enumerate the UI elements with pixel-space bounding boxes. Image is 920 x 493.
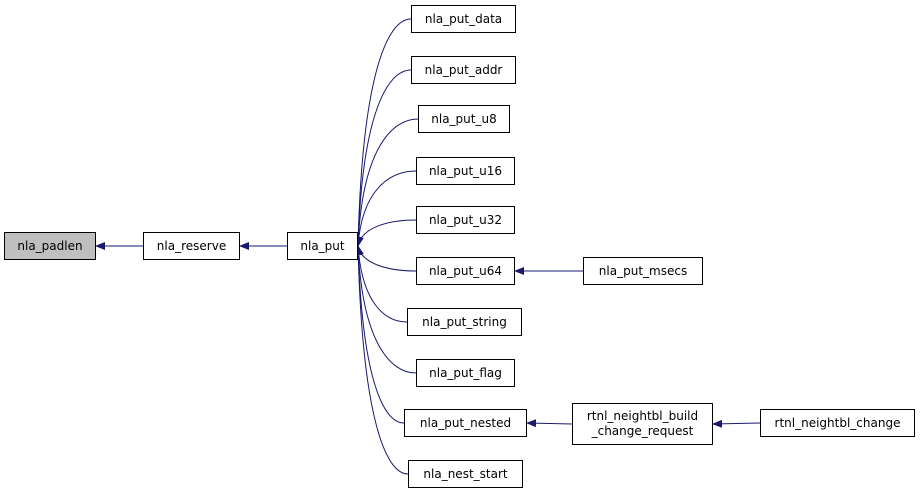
edge-nla-put-flag-to-nla-put — [354, 245, 417, 374]
edge-rtnl-neightbl-build-change-request-to-nla-put-nested — [526, 419, 573, 428]
node-nla-reserve[interactable]: nla_reserve — [143, 232, 240, 260]
edge-nla-put-u16-to-nla-put — [354, 170, 417, 247]
edge-rtnl-neightbl-change-to-rtnl-neightbl-build-change-request — [712, 419, 761, 428]
node-nla-put-flag[interactable]: nla_put_flag — [416, 359, 515, 387]
edge-nla-put-addr-to-nla-put — [354, 69, 412, 247]
node-rtnl-neightbl-build-change-request[interactable]: rtnl_neightbl_build _change_request — [572, 403, 713, 445]
edge-nla-put-u32-to-nla-put — [355, 219, 417, 247]
node-nla-put-u64[interactable]: nla_put_u64 — [416, 257, 515, 285]
node-nla-put-u32[interactable]: nla_put_u32 — [416, 206, 515, 234]
node-nla-put[interactable]: nla_put — [287, 232, 358, 260]
node-nla-put-data[interactable]: nla_put_data — [411, 5, 516, 33]
edge-nla-put-nested-to-nla-put — [354, 245, 405, 424]
node-nla-put-u16[interactable]: nla_put_u16 — [416, 157, 515, 185]
edge-nla-put-u8-to-nla-put — [354, 118, 419, 247]
edge-nla-put-string-to-nla-put — [354, 245, 408, 323]
node-nla-padlen[interactable]: nla_padlen — [4, 232, 96, 260]
edge-nla-nest-start-to-nla-put — [354, 245, 409, 475]
edge-nla-put-data-to-nla-put — [354, 18, 412, 247]
node-nla-put-addr[interactable]: nla_put_addr — [411, 56, 516, 84]
node-nla-put-string[interactable]: nla_put_string — [407, 308, 522, 336]
node-rtnl-neightbl-change[interactable]: rtnl_neightbl_change — [760, 409, 915, 437]
edge-nla-put-u64-to-nla-put — [355, 245, 417, 272]
node-nla-put-nested[interactable]: nla_put_nested — [404, 409, 527, 437]
node-nla-nest-start[interactable]: nla_nest_start — [408, 460, 523, 488]
node-nla-put-msecs[interactable]: nla_put_msecs — [583, 257, 703, 285]
node-nla-put-u8[interactable]: nla_put_u8 — [418, 105, 510, 133]
